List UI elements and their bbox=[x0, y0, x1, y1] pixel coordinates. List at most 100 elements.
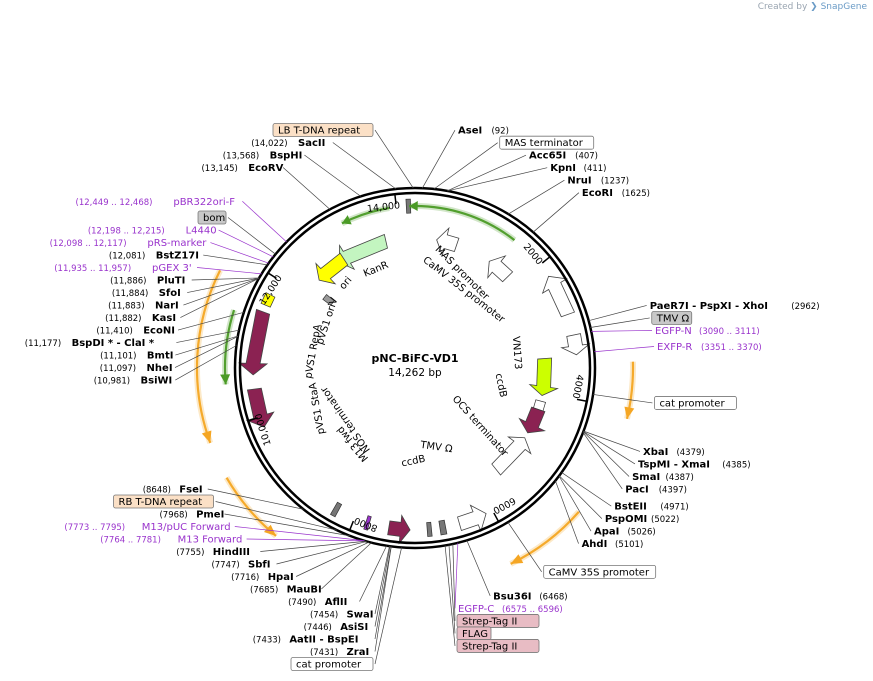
leader-line-site-18 bbox=[374, 546, 390, 615]
leader-line-box-7 bbox=[444, 545, 456, 646]
site-coord-16: (7433) bbox=[253, 636, 281, 646]
site-name-31: KasI bbox=[152, 313, 176, 324]
leader-line-site-30 bbox=[177, 312, 244, 331]
feature-arrow-4 bbox=[487, 255, 514, 283]
feature-box-5 bbox=[456, 614, 540, 628]
primer-name-1: EXFP-R bbox=[657, 342, 692, 353]
backbone-inner-ring bbox=[238, 191, 592, 545]
site-coord-21: (7716) bbox=[231, 573, 259, 583]
leader-line-box-9 bbox=[215, 501, 337, 531]
leader-line-site-36 bbox=[282, 167, 331, 210]
feature-box-label-0: LB T-DNA repeat bbox=[278, 126, 360, 137]
feature-block-14 bbox=[329, 501, 343, 518]
primer-name-3: M13/pUC Forward bbox=[142, 522, 231, 533]
site-coord-23: (7755) bbox=[176, 548, 204, 558]
primer-name-5: pGEX 3' bbox=[152, 263, 192, 274]
site-name-15: ZraI bbox=[347, 647, 370, 658]
leader-line-site-7 bbox=[583, 431, 636, 465]
site-name-20: MauBI bbox=[287, 585, 322, 596]
feature-arc-head-26 bbox=[624, 406, 635, 419]
leader-line-site-17 bbox=[374, 546, 391, 627]
site-name-13: AhdI bbox=[582, 539, 608, 550]
feature-block-17 bbox=[426, 521, 433, 537]
site-name-27: NheI bbox=[147, 363, 173, 374]
site-coord-33: (11,884) bbox=[112, 289, 148, 299]
site-name-11: PspOMI bbox=[605, 514, 647, 525]
site-coord-8: (4387) bbox=[666, 473, 694, 483]
leader-line-site-6 bbox=[583, 430, 641, 452]
leader-line-site-31 bbox=[180, 277, 260, 318]
site-coord-20: (7685) bbox=[250, 586, 278, 596]
leader-line-site-11 bbox=[558, 475, 603, 519]
feature-box-label-8: cat promoter bbox=[296, 660, 362, 671]
site-coord-9: (4397) bbox=[659, 485, 687, 495]
feature-label-9: ccdB bbox=[400, 454, 426, 470]
leader-line-box-10 bbox=[227, 217, 276, 255]
feature-box-label-3: cat promoter bbox=[659, 398, 725, 409]
leader-line-site-9 bbox=[582, 432, 623, 490]
feature-arc-halo-27 bbox=[509, 509, 582, 567]
site-coord-13: (5101) bbox=[615, 540, 643, 550]
leader-line-site-1 bbox=[446, 154, 527, 192]
leader-line-site-25 bbox=[207, 488, 304, 510]
site-coord-24: (7968) bbox=[159, 511, 187, 521]
tick-mark-2 bbox=[493, 512, 500, 523]
leader-line-site-20 bbox=[321, 542, 372, 590]
site-name-25: FseI bbox=[179, 485, 202, 496]
primer-name-7: L4440 bbox=[186, 226, 217, 237]
site-coord-30: (11,410) bbox=[96, 327, 132, 337]
leader-line-site-32 bbox=[183, 277, 260, 306]
feature-arrow-3 bbox=[436, 226, 460, 257]
leader-line-primer-8 bbox=[242, 201, 287, 243]
site-coord-4: (1625) bbox=[622, 189, 650, 199]
leader-line-box-0 bbox=[374, 129, 414, 189]
site-name-19: AflII bbox=[325, 597, 348, 608]
primer-coord-5: (11,935 .. 11,957) bbox=[54, 264, 131, 274]
feature-box-1 bbox=[499, 135, 595, 150]
site-coord-27: (11,097) bbox=[100, 364, 136, 374]
site-name-21: HpaI bbox=[268, 572, 294, 583]
leader-line-site-19 bbox=[359, 545, 387, 602]
feature-box-0 bbox=[272, 123, 374, 137]
feature-label-11: OCS terminator bbox=[450, 394, 511, 460]
feature-box-label-1: MAS terminator bbox=[505, 138, 584, 149]
site-name-29: BspDI * - ClaI * bbox=[72, 338, 155, 349]
feature-arrow-9 bbox=[237, 308, 271, 376]
leader-line-site-0 bbox=[421, 130, 456, 189]
site-coord-6: (4379) bbox=[676, 448, 704, 458]
leader-line-primer-2 bbox=[454, 542, 459, 609]
feature-label-3: ori bbox=[338, 275, 355, 292]
credit-prefix: Created by bbox=[757, 2, 808, 12]
feature-arc-12 bbox=[195, 269, 222, 444]
site-name-36: EcoRV bbox=[248, 163, 283, 174]
site-coord-7: (4385) bbox=[722, 460, 750, 470]
leader-line-site-34 bbox=[191, 277, 260, 281]
leader-line-site-24 bbox=[224, 513, 351, 537]
site-coord-29: (11,177) bbox=[25, 339, 61, 349]
site-name-10: BstEII bbox=[614, 502, 647, 513]
leader-line-box-2 bbox=[590, 317, 650, 328]
leader-line-site-26 bbox=[175, 345, 237, 381]
backbone-outer-ring bbox=[233, 186, 597, 550]
feature-box-label-6: FLAG bbox=[462, 629, 488, 640]
leader-line-site-8 bbox=[583, 431, 630, 477]
feature-box-3 bbox=[654, 396, 737, 410]
feature-arrow-19 bbox=[457, 504, 487, 533]
feature-box-4 bbox=[543, 564, 657, 579]
credit-brand: SnapGene bbox=[820, 2, 867, 12]
site-coord-5: (2962) bbox=[791, 302, 819, 312]
tick-mark-5 bbox=[267, 272, 277, 279]
feature-box-8 bbox=[290, 657, 374, 671]
primer-name-6: pRS-marker bbox=[147, 238, 207, 249]
feature-arrow-6 bbox=[315, 252, 349, 285]
tick-mark-0 bbox=[541, 256, 551, 264]
primer-name-0: EGFP-N bbox=[655, 326, 692, 337]
primer-coord-0: (3090 .. 3111) bbox=[699, 327, 760, 337]
feature-arrow-25 bbox=[541, 275, 576, 318]
feature-arrow-21 bbox=[518, 406, 546, 434]
site-name-5: PaeR7I - PspXI - XhoI bbox=[650, 301, 768, 312]
primer-coord-1: (3351 .. 3370) bbox=[701, 343, 762, 353]
leader-line-site-14 bbox=[466, 540, 491, 597]
site-coord-32: (11,883) bbox=[108, 302, 144, 312]
